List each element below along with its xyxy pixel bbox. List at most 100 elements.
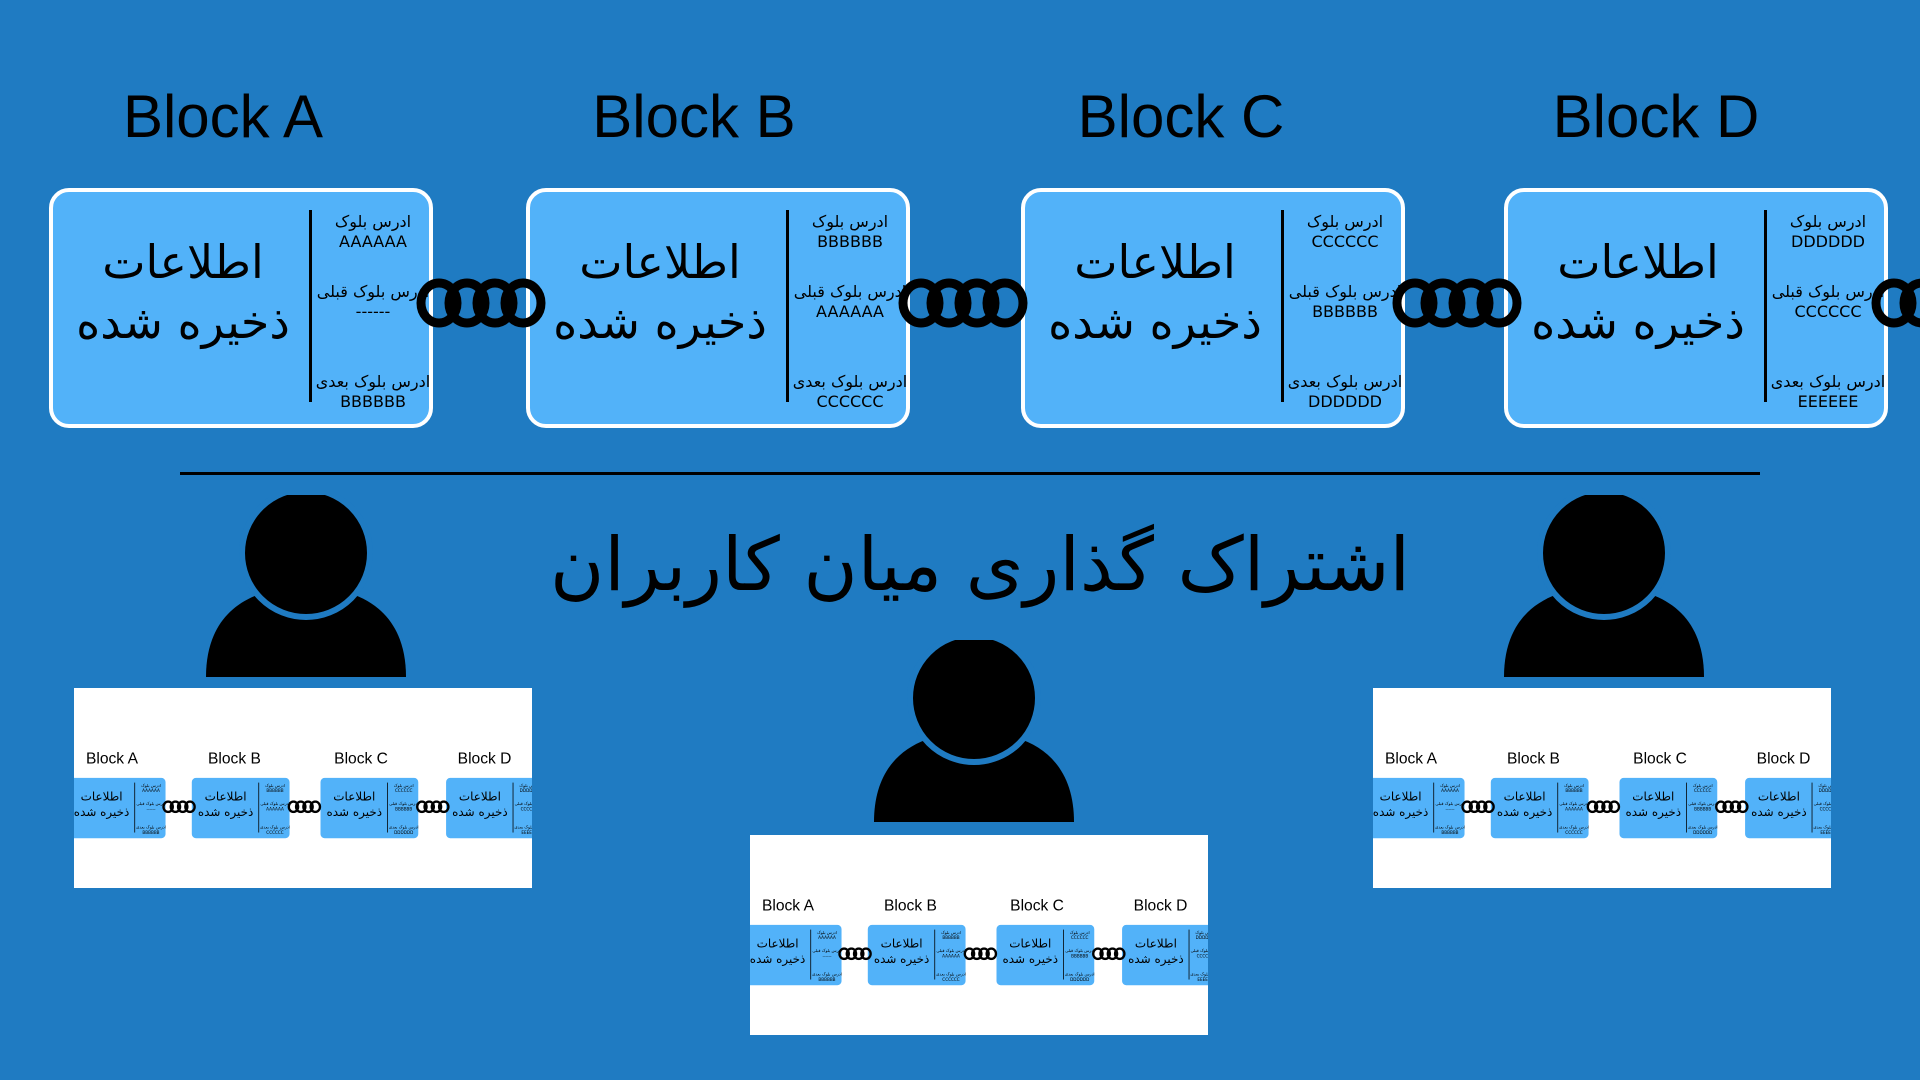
chain-link-icon [898, 278, 1028, 328]
chain-link-icon [1092, 947, 1126, 961]
section-divider [180, 472, 1760, 475]
user-icon [1504, 495, 1704, 677]
block-a-title: Block A [1384, 749, 1437, 767]
chain-link-icon [963, 947, 998, 961]
previous-block-address: ادرس بلوک قبلی------ [812, 948, 842, 959]
user-icon [206, 495, 406, 677]
block-divider [1557, 782, 1559, 833]
block-b-title: Block B [883, 896, 937, 914]
block-divider [512, 782, 514, 833]
block-c-title: Block C [1633, 749, 1687, 767]
block-d-title: Block D [457, 749, 512, 767]
chain-link-icon [1461, 800, 1495, 814]
chain-link-icon [287, 800, 322, 814]
block-d-title: Block D [1756, 749, 1811, 767]
block-c-title: Block C [334, 749, 388, 767]
block-divider [309, 210, 312, 402]
sharing-title: اشتراک گذاری میان کاربران [549, 522, 1411, 608]
block-a-title: Block A [122, 83, 324, 150]
block-divider [786, 210, 789, 402]
chain-link-icon [162, 800, 196, 814]
block-divider [1433, 782, 1435, 833]
user-icon [874, 640, 1074, 822]
block-b-title: Block B [207, 749, 261, 767]
block-divider [1281, 210, 1284, 402]
block-d-title: Block D [1133, 896, 1188, 914]
chain-link-icon [838, 947, 872, 961]
previous-block-address: ادرس بلوک قبلی------ [1435, 801, 1465, 812]
chain-link-icon [416, 278, 546, 328]
block-divider [258, 782, 260, 833]
previous-block-address: ادرس بلوک قبلی------ [136, 801, 166, 812]
block-divider [1686, 782, 1687, 833]
block-divider [1063, 929, 1064, 980]
chain-link-icon [1586, 800, 1621, 814]
block-a-title: Block A [85, 749, 138, 767]
previous-block-address: ادرس بلوک قبلی------ [316, 282, 430, 321]
block-a-title: Block A [761, 896, 814, 914]
chain-link-icon [1871, 278, 1920, 328]
block-divider [1188, 929, 1190, 980]
block-divider [1764, 210, 1767, 402]
block-divider [134, 782, 136, 833]
chain-link-icon [1392, 278, 1522, 328]
